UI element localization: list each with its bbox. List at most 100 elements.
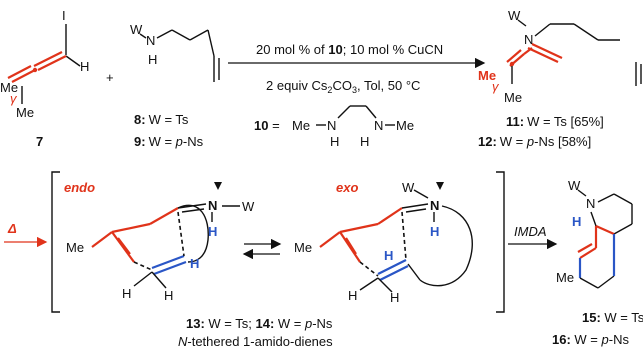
prod-chain-1 xyxy=(534,23,551,37)
allene-bond-2b xyxy=(7,65,32,79)
product-w-label: W xyxy=(508,8,521,23)
cyclohex-2 xyxy=(579,247,597,259)
bracket-right xyxy=(496,171,505,313)
exo-diene-4b xyxy=(345,237,357,255)
exo-n-lonepair xyxy=(436,182,444,190)
exo-tether-chain xyxy=(419,205,473,287)
endo-h-blue-2: H xyxy=(190,256,199,271)
delta-arrow: Δ xyxy=(4,221,48,248)
exo-dienophile-b xyxy=(379,265,409,281)
chain-bond-4 xyxy=(207,29,215,57)
cyclohex-5 xyxy=(597,275,615,289)
plus-sign: + xyxy=(106,70,114,85)
exo-h2-bond xyxy=(377,277,393,293)
exo-me: Me xyxy=(294,240,312,255)
exo-diene-3 xyxy=(377,207,403,225)
exo-diene-1 xyxy=(319,231,341,248)
endo-w: W xyxy=(242,199,255,214)
ligand-bond-2 xyxy=(337,105,351,119)
ligand-h-right: H xyxy=(360,134,369,149)
amine-n-label: N xyxy=(146,33,155,48)
allene-bond-1 xyxy=(37,55,67,71)
label-9: 9:W = p-Ns xyxy=(134,134,204,149)
exo-h-blue-1: H xyxy=(430,224,439,239)
exo-h1: H xyxy=(348,288,357,303)
equilibrium-arrows xyxy=(242,238,282,260)
label-16: 16: W = p-Ns xyxy=(552,332,629,347)
exo-tether-1b xyxy=(405,208,427,213)
delta-label: Δ xyxy=(7,221,17,236)
exo-title: exo xyxy=(336,180,358,195)
endo-forming-bond-1 xyxy=(133,261,153,271)
amine-8-9: W N H 8:W = Ts 9:W = p-Ns xyxy=(130,22,220,149)
pip-2 xyxy=(613,193,633,205)
prod-chain-3 xyxy=(573,23,599,41)
endo-dienophile-b xyxy=(153,260,187,276)
iodo-label: I xyxy=(62,8,66,23)
ligand-n-left: N xyxy=(327,118,336,133)
bicycle-me: Me xyxy=(556,270,574,285)
exo-transition-state: exo Me W N H H H H xyxy=(294,180,473,305)
pip-1 xyxy=(597,193,615,203)
amine-h-label: H xyxy=(148,52,157,67)
endo-transition-state: endo Me N W H H H H xyxy=(64,180,255,303)
endo-me: Me xyxy=(66,240,84,255)
endo-diene-1 xyxy=(91,231,113,248)
exo-h-blue-2: H xyxy=(384,248,393,263)
prod-allene-1b xyxy=(531,43,563,59)
exo-h1-bond xyxy=(359,277,379,291)
exo-w-n-bond xyxy=(413,189,429,199)
ligand-10: 10 = Me N H N H Me xyxy=(254,105,414,149)
w-n-bond xyxy=(139,33,147,39)
pip-5 xyxy=(590,211,597,227)
ligand-me-left: Me xyxy=(292,118,310,133)
chain-bond-1 xyxy=(156,29,173,39)
exo-dienophile xyxy=(377,259,407,275)
endo-tether-chain xyxy=(177,204,209,263)
ligand-h-left: H xyxy=(330,134,339,149)
endo-h2: H xyxy=(164,288,173,303)
label-15: 15: W = Ts xyxy=(582,310,643,325)
cyclohex-4 xyxy=(579,277,599,289)
ring-fusion xyxy=(595,224,615,236)
prod-allene-1 xyxy=(527,47,559,63)
product-gamma: γ xyxy=(492,79,500,94)
endo-n: N xyxy=(208,198,217,213)
exo-tether-1 xyxy=(401,203,429,209)
product-15-16: W N H Me 15: W = Ts 16: W = p-Ns xyxy=(552,178,643,347)
endo-h-blue-1: H xyxy=(208,224,217,239)
product-me-1: Me xyxy=(478,68,496,83)
endo-diene-3 xyxy=(149,207,179,225)
endo-h1: H xyxy=(122,286,131,301)
label-8: 8:W = Ts xyxy=(134,112,189,127)
endo-diene-4b xyxy=(117,237,131,255)
prod-w-n-bond xyxy=(517,19,527,27)
endo-h2-bond xyxy=(151,271,167,289)
bicycle-w: W xyxy=(568,178,581,193)
exo-forming-bond-2 xyxy=(401,211,407,261)
c-h-bond xyxy=(65,55,81,67)
endo-forming-bond-2 xyxy=(177,211,185,257)
bicycle-n: N xyxy=(586,196,595,211)
exo-w: W xyxy=(402,180,415,195)
allene-bond-1b xyxy=(33,51,63,67)
amine-w-label: W xyxy=(130,22,143,37)
methyl-label-2: Me xyxy=(16,105,34,120)
exo-diene-4 xyxy=(339,231,361,263)
bicycle-w-n-bond xyxy=(577,189,587,197)
ligand-n-right: N xyxy=(374,118,383,133)
h-label: H xyxy=(80,59,89,74)
gamma-label: γ xyxy=(10,91,18,106)
exo-n: N xyxy=(430,198,439,213)
conditions-above: 20 mol % of 10; 10 mol % CuCN xyxy=(256,42,443,57)
chain-bond-2 xyxy=(171,29,191,41)
bicycle-h: H xyxy=(572,214,581,229)
ligand-label: 10 = xyxy=(254,118,280,133)
reaction-arrow-1: 20 mol % of 10; 10 mol % CuCN 2 equiv Cs… xyxy=(228,42,486,95)
label-11: 11:W = Ts [65%] xyxy=(506,114,604,129)
exo-forming-bond-1 xyxy=(359,261,379,277)
prod-allene-2 xyxy=(523,47,533,55)
ligand-bond-4 xyxy=(365,105,377,119)
bracket-left xyxy=(51,171,60,313)
